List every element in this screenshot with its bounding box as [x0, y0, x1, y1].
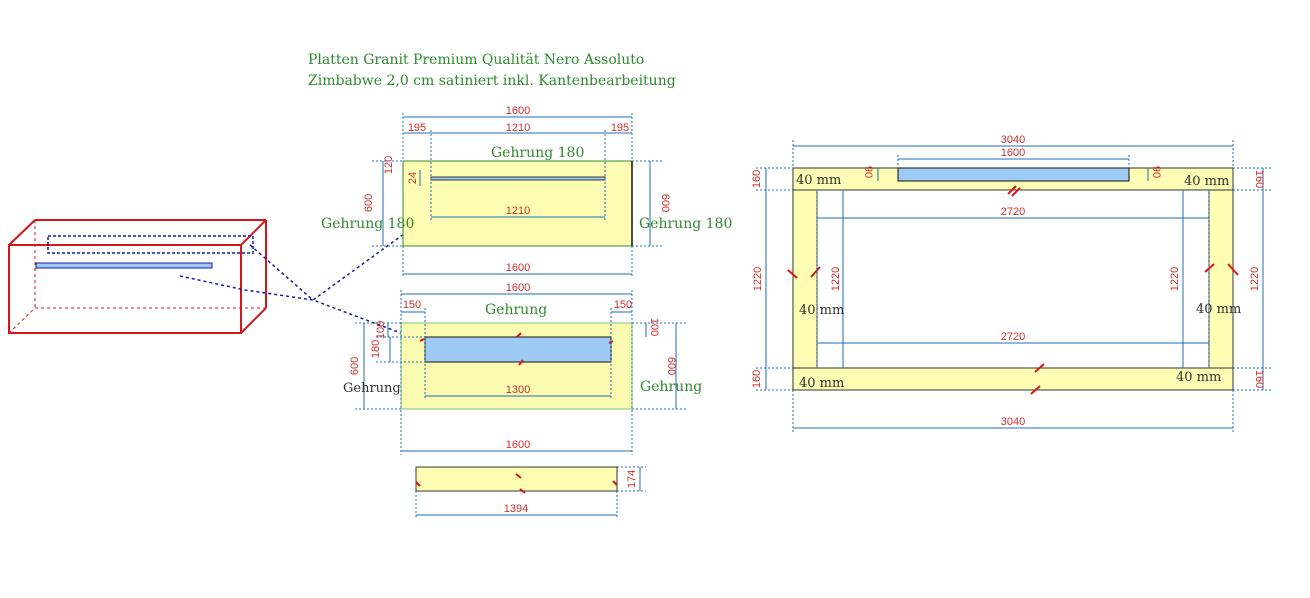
dim-top-width: 1600 [506, 105, 530, 117]
label-thickness-bottom-right: 40 mm [1176, 370, 1221, 385]
dim-frame-top-width: 3040 [1001, 134, 1025, 146]
dim-top-center: 1210 [506, 122, 530, 134]
spec-title-line1: Platten Granit Premium Qualität Nero Ass… [308, 52, 644, 68]
dim-frame-bottom-width: 3040 [1001, 416, 1025, 428]
dim-top-24: 24 [407, 172, 419, 184]
dim-frame-outer-right: 1220 [1249, 267, 1261, 291]
dim-mid-width: 1600 [506, 282, 530, 294]
dim-top-120: 120 [383, 156, 395, 174]
frame-left-bar [792, 189, 818, 369]
label-thickness-bottom-left: 40 mm [799, 376, 844, 391]
dim-strip-width: 1394 [504, 503, 528, 515]
dim-frame-160-tr: 160 [1253, 170, 1265, 188]
dim-top-left-margin: 195 [408, 122, 426, 134]
dim-frame-cutout-width: 1600 [1001, 147, 1025, 159]
label-gehrung-top: Gehrung 180 [491, 145, 584, 161]
label-thickness-top-right: 40 mm [1184, 174, 1229, 189]
dim-mid-right-height: 600 [665, 357, 677, 375]
label-gehrung-mid-right: Gehrung [640, 379, 702, 395]
label-thickness-mid-left: 40 mm [799, 303, 844, 318]
panel-strip-plate [415, 466, 618, 492]
dim-mid-cutout-width: 1300 [506, 384, 530, 396]
dim-strip-height: 174 [626, 470, 638, 488]
dim-frame-160-bl: 160 [751, 370, 763, 388]
dim-mid-180: 180 [370, 340, 382, 358]
frame-bottom-bar [792, 367, 1234, 391]
label-thickness-top-left: 40 mm [796, 173, 841, 188]
iso-cutout-front [35, 262, 213, 269]
frame-right-bar [1208, 189, 1234, 369]
panel-middle-cutout [424, 336, 612, 363]
panel-top-plate [402, 160, 633, 247]
dim-mid-right: 150 [614, 299, 632, 311]
dim-frame-inner-top: 2720 [1001, 206, 1025, 218]
label-gehrung-top-left: Gehrung 180 [321, 216, 414, 232]
dim-frame-90-right: 90 [1150, 166, 1162, 178]
iso-cutout-back [47, 235, 254, 254]
dim-frame-outer-left: 1220 [752, 267, 764, 291]
label-gehrung-mid-top: Gehrung [485, 302, 547, 318]
dim-mid-left: 150 [403, 299, 421, 311]
panel-top: 1600 195 1210 195 1210 1600 120 24 600 6… [321, 105, 732, 278]
dim-top-left-height: 600 [363, 194, 375, 212]
dim-mid-100-right: 100 [648, 318, 660, 336]
frame: 3040 1600 2720 2720 3040 90 90 160 160 1… [751, 134, 1272, 432]
dim-frame-inner-left: 1220 [830, 267, 842, 291]
label-thickness-mid-right: 40 mm [1196, 302, 1241, 317]
dim-top-inner: 1210 [506, 205, 530, 217]
label-gehrung-top-right: Gehrung 180 [639, 216, 732, 232]
dim-top-right-height: 600 [659, 194, 671, 212]
dim-mid-left-height: 600 [349, 357, 361, 375]
panel-strip: 1394 174 [415, 466, 646, 519]
dim-frame-inner-right: 1220 [1169, 267, 1181, 291]
dim-frame-160-tl: 160 [751, 170, 763, 188]
dim-mid-bottom-width: 1600 [506, 439, 530, 451]
label-gehrung-mid-left: Gehrung [343, 381, 401, 396]
dim-frame-inner-bottom: 2720 [1001, 331, 1025, 343]
dim-frame-160-br: 160 [1253, 370, 1265, 388]
frame-cutout [897, 167, 1130, 182]
dim-mid-100-left: 100 [375, 321, 387, 339]
panel-top-slot [430, 176, 606, 181]
dim-frame-90-left: 90 [862, 166, 874, 178]
spec-title-line2: Zimbabwe 2,0 cm satiniert inkl. Kantenbe… [308, 73, 676, 89]
panel-middle: 1600 150 150 1300 1600 100 100 180 600 6… [343, 282, 702, 455]
dim-top-bottom-width: 1600 [506, 262, 530, 274]
dim-top-right-margin: 195 [611, 122, 629, 134]
